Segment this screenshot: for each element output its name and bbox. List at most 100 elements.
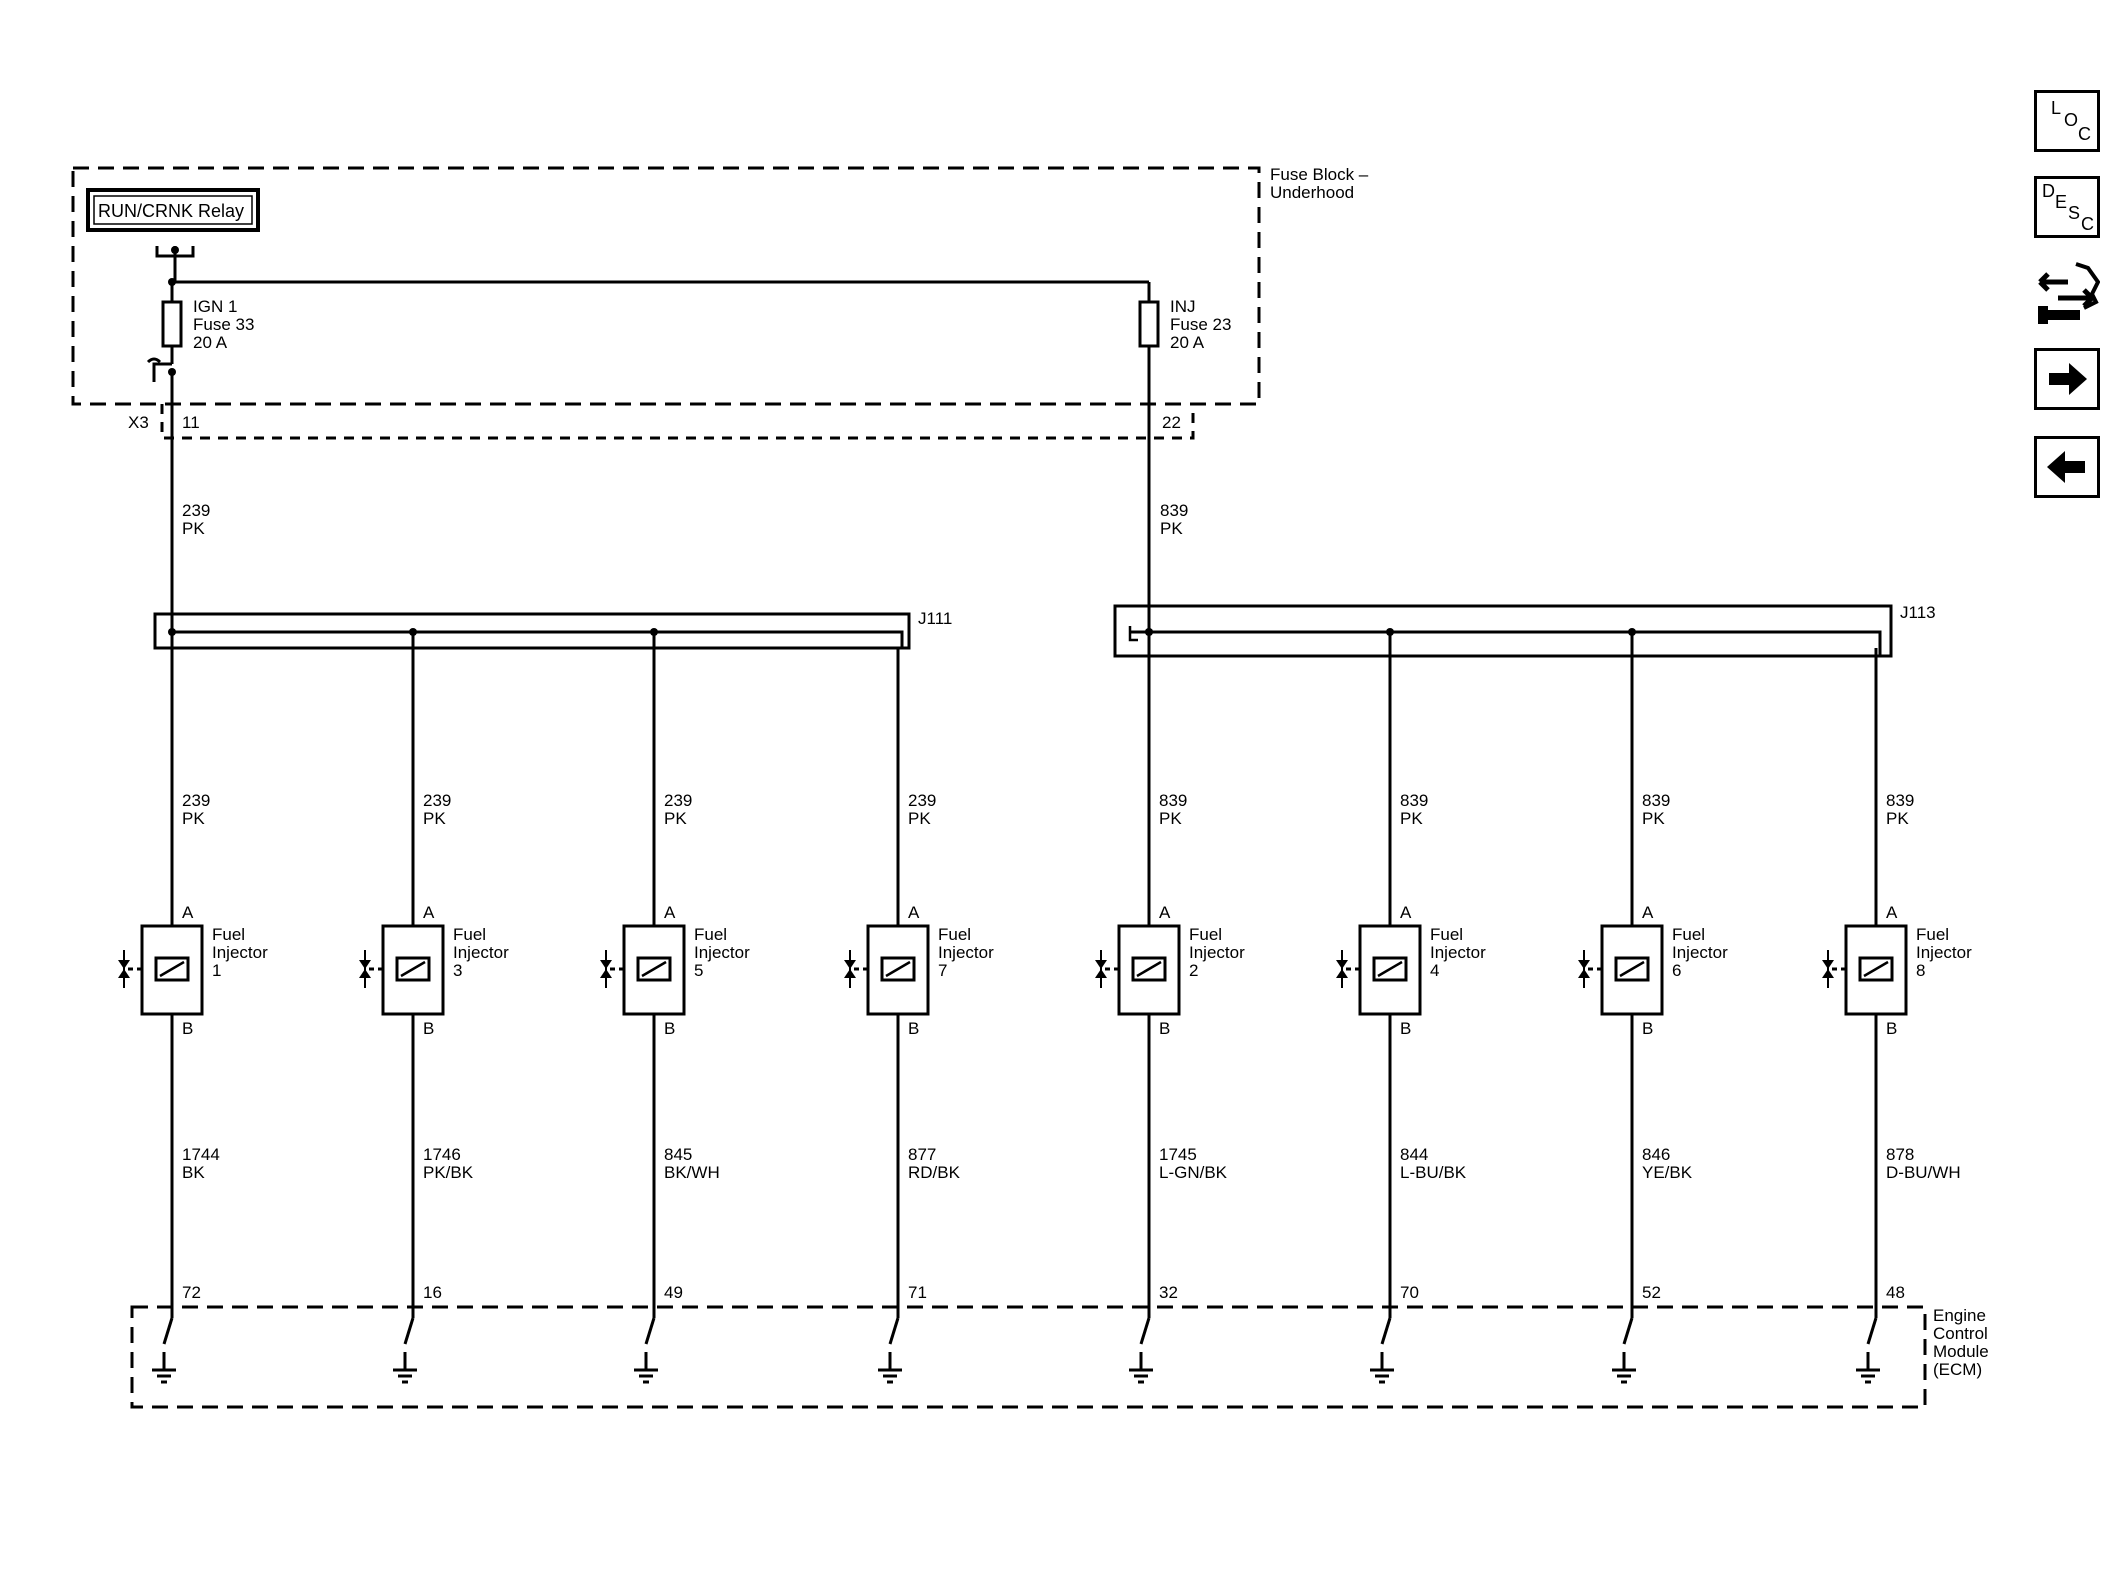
injector-control-circuit: 1744: [182, 1145, 220, 1164]
ecm-switch-icon: [644, 1317, 656, 1345]
feed-left-color: PK: [182, 519, 205, 538]
injector-coil-icon: [636, 956, 672, 982]
ecm-pin-number: 49: [664, 1283, 683, 1302]
injector-supply-circuit: 839: [1642, 791, 1670, 810]
injector-supply-color: PK: [664, 809, 687, 828]
loc-button[interactable]: L O C: [2034, 90, 2100, 152]
connector-tool-button[interactable]: [2034, 258, 2101, 330]
injector-label: Injector: [1189, 943, 1245, 962]
desc-letter: S: [2068, 203, 2081, 223]
injector-supply-circuit: 839: [1159, 791, 1187, 810]
fuse-block-boundary: [71, 166, 1261, 406]
next-page-button[interactable]: [2034, 348, 2100, 410]
injector-columns: 239PKAFuelInjector1B1744BK72239PKAFuelIn…: [118, 628, 1972, 1384]
injector-label: Fuel: [1672, 925, 1705, 944]
injector-number: 5: [694, 961, 703, 980]
injector-control-color: BK: [182, 1163, 205, 1182]
injector-supply-color: PK: [1159, 809, 1182, 828]
ecm-label: Engine: [1933, 1306, 1986, 1325]
ecm-pin-number: 52: [1642, 1283, 1661, 1302]
injector-number: 6: [1672, 961, 1681, 980]
injector-control-circuit: 844: [1400, 1145, 1428, 1164]
loc-letter: C: [2078, 124, 2091, 144]
injector-control-circuit: 877: [908, 1145, 936, 1164]
injector-label: Fuel: [938, 925, 971, 944]
ecm-switch-icon: [403, 1317, 415, 1345]
injector-coil-icon: [395, 956, 431, 982]
fuse-block-label: Fuse Block –: [1270, 165, 1369, 184]
injector-label: Fuel: [1189, 925, 1222, 944]
splice-j111: [153, 612, 911, 650]
fuse-23-name: INJ: [1170, 297, 1196, 316]
desc-letter: C: [2081, 214, 2094, 234]
injector-pin-a: A: [1400, 903, 1412, 922]
injector-pin-b: B: [908, 1019, 919, 1038]
fuse-block-label: Underhood: [1270, 183, 1354, 202]
fuse-33-name: IGN 1: [193, 297, 237, 316]
ecm-label: Module: [1933, 1342, 1989, 1361]
ecm-switch-icon: [1380, 1317, 1392, 1345]
ecm-switch-icon: [1139, 1317, 1151, 1345]
injector-pin-a: A: [1159, 903, 1171, 922]
injector-control-color: D-BU/WH: [1886, 1163, 1961, 1182]
inline-connector-icon: [152, 362, 172, 382]
injector-number: 8: [1916, 961, 1925, 980]
injector-coil-icon: [1372, 956, 1408, 982]
desc-button[interactable]: D E S C: [2034, 176, 2100, 238]
injector-label: Injector: [1672, 943, 1728, 962]
splice-j111-label: J111: [918, 609, 952, 628]
ecm-switch-icon: [888, 1317, 900, 1345]
ecm-label: (ECM): [1933, 1360, 1982, 1379]
injector-label: Injector: [453, 943, 509, 962]
injector-control-circuit: 1746: [423, 1145, 461, 1164]
injector-number: 2: [1189, 961, 1198, 980]
ecm-pin-number: 48: [1886, 1283, 1905, 1302]
previous-page-button[interactable]: [2034, 436, 2100, 498]
injector-pin-b: B: [664, 1019, 675, 1038]
fuse-23-number: Fuse 23: [1170, 315, 1231, 334]
injector-coil-slash: [400, 960, 426, 978]
splice-j113: [1113, 604, 1893, 658]
fuse-23-rating: 20 A: [1170, 333, 1205, 352]
injector-label: Injector: [694, 943, 750, 962]
injector-supply-circuit: 839: [1886, 791, 1914, 810]
injector-label: Fuel: [212, 925, 245, 944]
injector-pin-b: B: [1159, 1019, 1170, 1038]
injector-pin-a: A: [182, 903, 194, 922]
fuse-33-icon: [161, 300, 183, 348]
injector-coil-icon: [1131, 956, 1167, 982]
fuse-33-rating: 20 A: [193, 333, 228, 352]
injector-supply-circuit: 239: [423, 791, 451, 810]
injector-control-color: YE/BK: [1642, 1163, 1693, 1182]
ecm-pin-number: 70: [1400, 1283, 1419, 1302]
injector-pin-a: A: [1886, 903, 1898, 922]
injector-control-color: PK/BK: [423, 1163, 474, 1182]
injector-pin-a: A: [664, 903, 676, 922]
injector-control-circuit: 1745: [1159, 1145, 1197, 1164]
injector-pin-b: B: [182, 1019, 193, 1038]
injector-coil-slash: [641, 960, 667, 978]
injector-body: [1117, 924, 1181, 1016]
injector-label: Injector: [212, 943, 268, 962]
injector-number: 1: [212, 961, 221, 980]
injector-supply-color: PK: [908, 809, 931, 828]
ecm-pin-number: 71: [908, 1283, 927, 1302]
fuse-33-number: Fuse 33: [193, 315, 254, 334]
injector-control-color: RD/BK: [908, 1163, 961, 1182]
ecm-pin-number: 32: [1159, 1283, 1178, 1302]
injector-control-circuit: 845: [664, 1145, 692, 1164]
injector-number: 4: [1430, 961, 1439, 980]
splice-j113-label: J113: [1900, 603, 1936, 622]
injector-pin-b: B: [1642, 1019, 1653, 1038]
injector-number: 7: [938, 961, 947, 980]
injector-coil-slash: [1377, 960, 1403, 978]
injector-pin-a: A: [1642, 903, 1654, 922]
injector-pin-b: B: [1400, 1019, 1411, 1038]
injector-control-color: L-BU/BK: [1400, 1163, 1467, 1182]
injector-label: Injector: [1916, 943, 1972, 962]
injector-coil-icon: [154, 956, 190, 982]
injector-pin-a: A: [908, 903, 920, 922]
feed-right-circuit: 839: [1160, 501, 1188, 520]
injector-control-circuit: 878: [1886, 1145, 1914, 1164]
